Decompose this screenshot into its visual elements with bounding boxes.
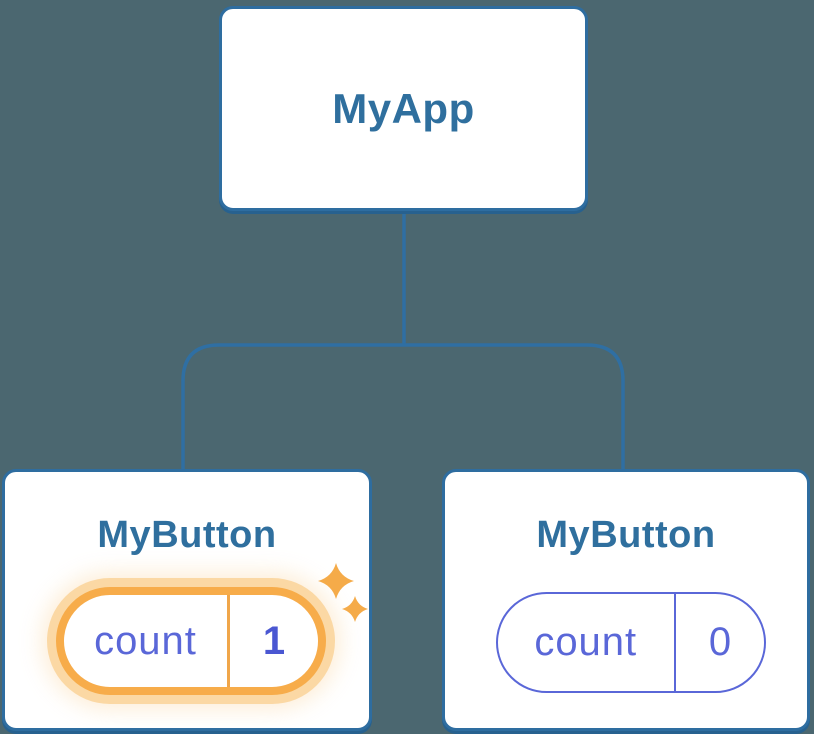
state-pill-highlighted: count 1 bbox=[56, 587, 326, 695]
child-node-mybutton-left: MyButton count 1 bbox=[2, 469, 372, 731]
root-node-label: MyApp bbox=[332, 84, 475, 132]
child-node-mybutton-right: MyButton count 0 bbox=[442, 469, 810, 731]
child-node-label: MyButton bbox=[97, 514, 277, 556]
child-node-label: MyButton bbox=[536, 514, 716, 556]
state-value: 1 bbox=[262, 618, 286, 663]
state-pill-divider bbox=[227, 595, 230, 687]
sparkles-icon bbox=[318, 563, 368, 622]
root-node-myapp: MyApp bbox=[219, 6, 588, 211]
state-key: count bbox=[534, 620, 638, 664]
state-pill-idle: count 0 bbox=[496, 592, 766, 693]
state-pill-divider bbox=[673, 594, 676, 691]
state-value: 0 bbox=[708, 620, 732, 664]
state-key: count bbox=[94, 618, 197, 663]
